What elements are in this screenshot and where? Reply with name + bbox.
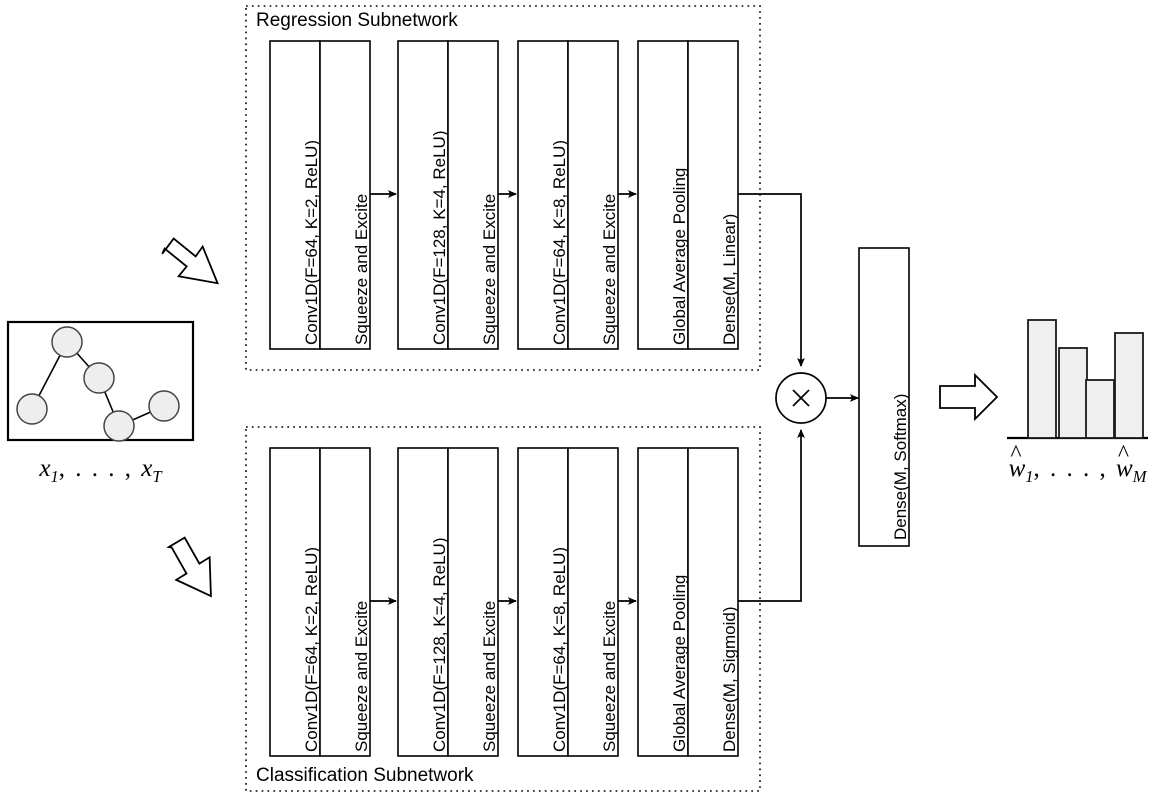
softmax-head-block [858,247,910,547]
softmax-head-label: Dense(M, Softmax) [891,393,910,540]
output-arrow-icon [939,372,999,422]
input-series-nodes [16,326,180,442]
regression-stage-2-right-label: Squeeze and Excite [480,193,499,345]
input-caption-symbol-1: x1 [39,455,59,486]
classification-subnetwork-title: Classification Subnetwork [256,765,474,786]
regression-stage-4-left-label: Global Average Pooling [670,167,689,345]
regression-subnetwork-title: Regression Subnetwork [256,10,458,31]
regression-stage-3 [517,40,619,350]
output-bar [1085,379,1115,439]
regression-stage-4-right-label: Dense(M, Linear) [720,213,739,345]
classification-stage-2-right-label: Squeeze and Excite [480,600,499,752]
regression-stage-4 [637,40,739,350]
output-bar [1027,319,1057,439]
regression-stage-1-right-label: Squeeze and Excite [352,193,371,345]
input-to-classification-arrow-icon [166,536,212,598]
series-node [103,410,135,442]
regression-stage-2 [397,40,499,350]
output-caption-sub-1: 1 [1025,467,1034,486]
output-bar-chart [1007,319,1148,440]
classification-stage-3-right-label: Squeeze and Excite [600,600,619,752]
classification-stage-1-left-label: Conv1D(F=64, K=2, ReLU) [302,546,321,752]
series-node [16,393,48,425]
output-weights-caption: ^w1, . . . , ^wM [985,440,1169,487]
regression-stage-3-left-label: Conv1D(F=64, K=8, ReLU) [550,139,569,345]
regression-stage-2-left-label: Conv1D(F=128, K=4, ReLU) [430,130,449,346]
classification-stage-3 [517,447,619,757]
input-caption-symbol-2: xT [141,455,162,486]
output-bar [1114,332,1144,439]
series-node [148,390,180,422]
classification-to-merge-connector [738,429,805,602]
input-series-caption: x1, . . . , xT [8,455,193,487]
regression-stage-1-left-label: Conv1D(F=64, K=2, ReLU) [302,139,321,345]
multiply-glyph-stroke-b [792,389,810,407]
classification-stage-4-left-label: Global Average Pooling [670,574,689,752]
classification-stage-4 [637,447,739,757]
regression-to-merge-connector [738,193,805,367]
classification-stage-3-left-label: Conv1D(F=64, K=8, ReLU) [550,546,569,752]
output-bar [1058,347,1088,439]
series-node [51,326,83,358]
output-caption-ellipsis: , . . . , [1033,455,1116,482]
classification-stage-1 [269,447,371,757]
classification-stage-2 [397,447,499,757]
regression-stage-1 [269,40,371,350]
regression-stage-3-right-label: Squeeze and Excite [600,193,619,345]
input-caption-ellipsis: , . . . , [58,455,142,482]
classification-stage-2-left-label: Conv1D(F=128, K=4, ReLU) [430,537,449,753]
output-caption-symbol-2: ^w [1116,440,1133,482]
input-to-regression-arrow-icon [161,237,220,285]
output-caption-sub-2: M [1132,467,1147,486]
classification-stage-1-right-label: Squeeze and Excite [352,600,371,752]
classification-stage-4-right-label: Dense(M, Sigmoid) [720,606,739,753]
series-node [83,362,115,394]
output-caption-symbol-1: ^w [1008,440,1026,482]
